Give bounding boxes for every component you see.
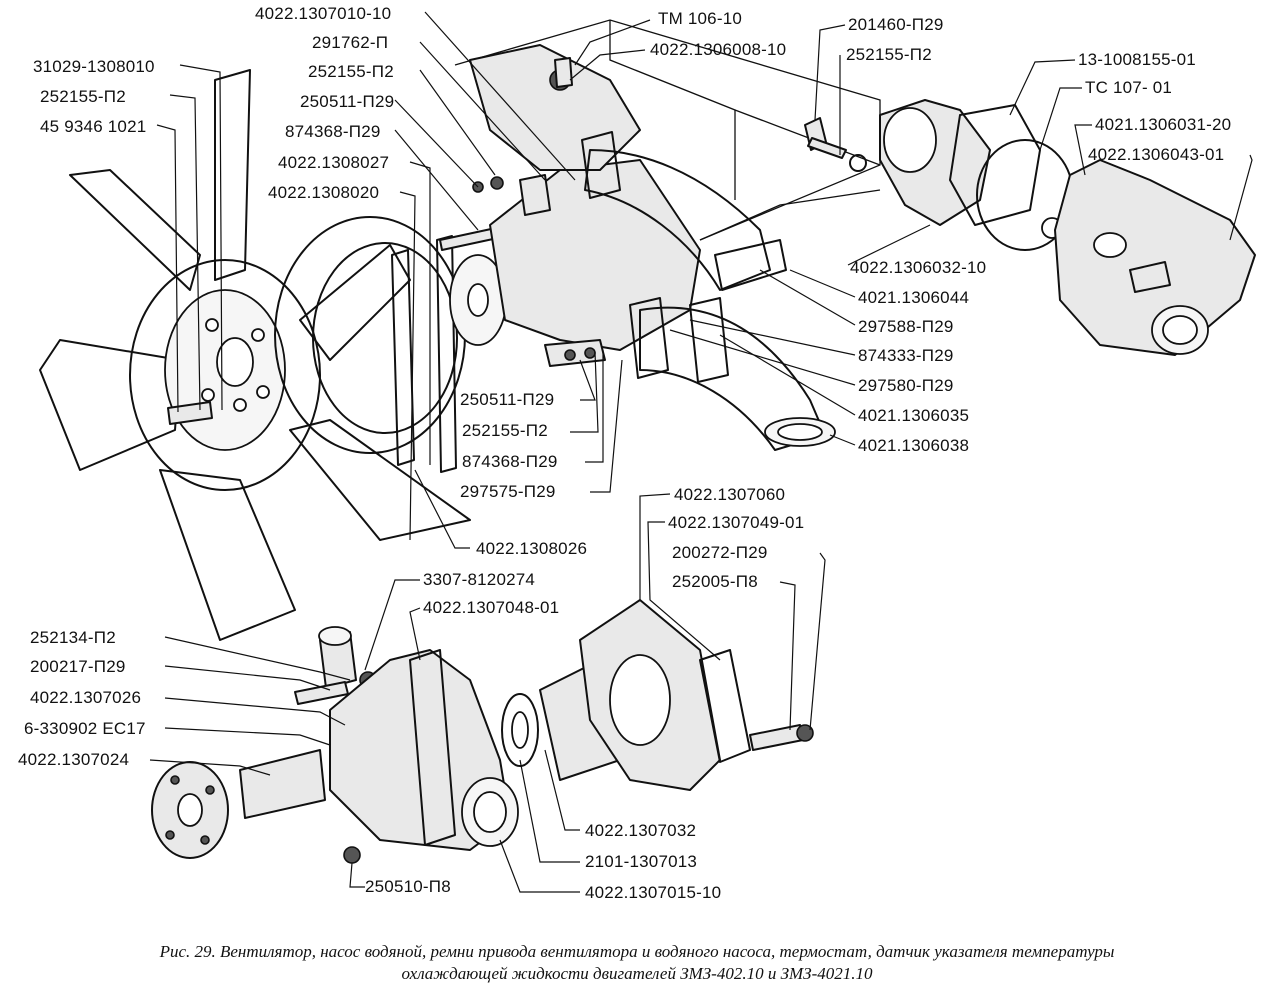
leader-lines (149, 11, 1253, 893)
callout-label: 250510-П8 (365, 877, 451, 896)
washer (849, 154, 867, 172)
fan-blade-top (214, 69, 251, 281)
callout-label: 200272-П29 (672, 543, 768, 562)
callout-label: 4022.1307060 (674, 485, 786, 504)
callout-label: 4021.1306038 (858, 436, 970, 455)
callout-label: 4022.1307015-10 (585, 883, 722, 902)
callout-label: 250511-П29 (300, 92, 395, 111)
callout-label: ТМ 106-10 (658, 9, 743, 28)
callout-label: 4021.1306035 (858, 406, 970, 425)
fan-blade-right (299, 244, 411, 361)
callout-label: 291762-П (312, 33, 389, 52)
callout-label: 2101-1307013 (585, 852, 698, 871)
thermostat-group (804, 99, 1256, 356)
fan-bolt-hole (256, 385, 270, 399)
fan-blade-upper-left (69, 169, 201, 291)
callout-label: 252134-П2 (30, 628, 116, 647)
figure-caption-line-2: охлаждающей жидкости двигателей ЗМЗ-402.… (401, 964, 873, 983)
callout-label: 250511-П29 (460, 390, 555, 409)
pump-shaft (239, 749, 326, 819)
upper-hose (584, 149, 771, 291)
callout-label: 4022.1307026 (30, 688, 142, 707)
callout-label: 4022.1307032 (585, 821, 697, 840)
hose-clamp (714, 239, 787, 291)
hose-clamp (629, 297, 669, 379)
callout-label: 874368-П29 (462, 452, 558, 471)
hoses (581, 131, 836, 451)
callout-label: 31029-1308010 (33, 57, 155, 76)
callout-label: 252155-П2 (462, 421, 548, 440)
fan-bolt-hole (233, 398, 247, 412)
callout-label: 4021.1306044 (858, 288, 970, 307)
belt-2 (436, 235, 457, 473)
fitting (519, 174, 551, 216)
callout-label: 252155-П2 (308, 62, 394, 81)
temperature-sensor (554, 57, 573, 88)
callout-label: 4022.1306008-10 (650, 40, 787, 59)
callout-label: 4022.1306032-10 (850, 258, 987, 277)
callout-label: 4022.1307010-10 (255, 4, 392, 23)
bearing-seal (501, 693, 539, 767)
pump-gasket (409, 649, 456, 846)
fan-bolt (167, 401, 213, 425)
thermostat-housing (1054, 159, 1256, 356)
fan-bolt-hole (251, 328, 265, 342)
hose-clamp (689, 297, 729, 383)
water-pump-lower (151, 599, 814, 864)
fan-shroud-ring (129, 259, 321, 491)
callout-label: 252155-П2 (846, 45, 932, 64)
callout-label: 252155-П2 (40, 87, 126, 106)
pump-cover-upper (469, 44, 641, 171)
callout-label: 874368-П29 (285, 122, 381, 141)
pulley-inner (312, 242, 458, 434)
figure-caption-line-1: Рис. 29. Вентилятор, насос водяной, ремн… (159, 942, 1115, 961)
callout-label: 45 9346 1021 (40, 117, 147, 136)
callout-label: 297588-П29 (858, 317, 954, 336)
callout-label: 4022.1308026 (476, 539, 588, 558)
callout-label: 13-1008155-01 (1078, 50, 1196, 69)
callout-label: 252005-П8 (672, 572, 758, 591)
callout-label: 4022.1307049-01 (668, 513, 805, 532)
callout-label: 201460-П29 (848, 15, 944, 34)
hose-clamp (581, 131, 621, 199)
fan-bolt-hole (201, 388, 215, 402)
callout-label: 4022.1306043-01 (1088, 145, 1225, 164)
callout-label: 200217-П29 (30, 657, 126, 676)
water-pump-upper (469, 44, 701, 367)
callout-label: 4022.1308027 (278, 153, 390, 172)
fan-center-hole (216, 337, 254, 387)
callout-label: 3307-8120274 (423, 570, 536, 589)
fan-blade-bottom (159, 469, 296, 641)
callout-label: 4021.1306031-20 (1095, 115, 1232, 134)
fan (39, 69, 471, 641)
callout-label: 4022.1307024 (18, 750, 130, 769)
callout-label: 6-330902 ЕС17 (24, 719, 146, 738)
fan-blade-lower-right (289, 419, 471, 541)
fan-blade-left (39, 339, 181, 471)
callout-label: 297580-П29 (858, 376, 954, 395)
callout-label: 297575-П29 (460, 482, 556, 501)
callout-label: ТС 107- 01 (1085, 78, 1173, 97)
belt-1 (391, 249, 415, 466)
cover-gasket (699, 649, 751, 763)
callout-label: 874333-П29 (858, 346, 954, 365)
nut (343, 846, 361, 864)
callout-label: 4022.1307048-01 (423, 598, 560, 617)
bolt (749, 724, 804, 751)
fan-bolt-hole (205, 318, 219, 332)
callout-label: 4022.1308020 (268, 183, 380, 202)
washer (796, 724, 814, 742)
